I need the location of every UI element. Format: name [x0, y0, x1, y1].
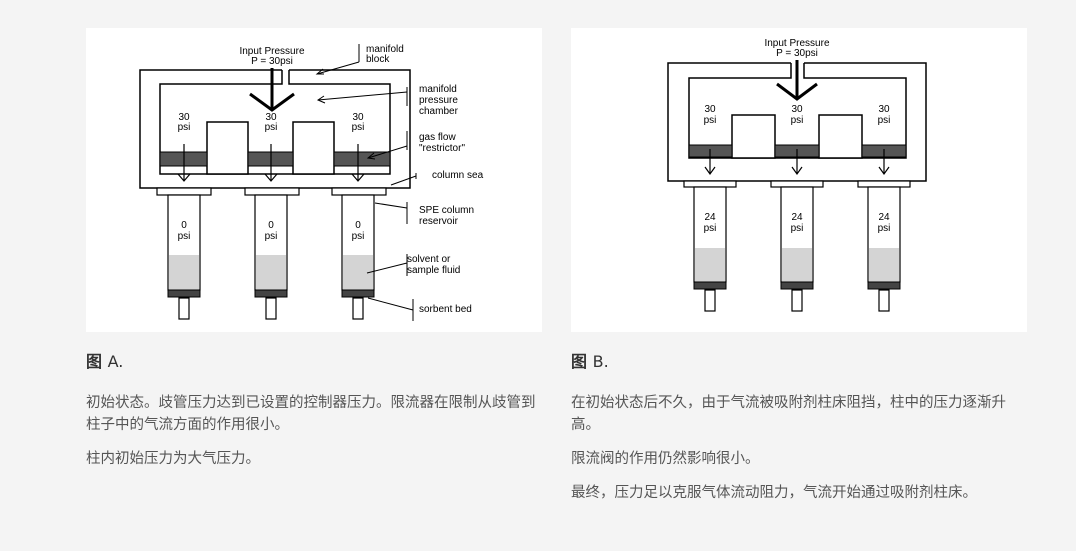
- description-a-1: 初始状态。歧管压力达到已设置的控制器压力。限流器在限制从歧管到柱子中的气流方面的…: [86, 395, 536, 433]
- figure-a-column: Input Pressure P = 30psi 30 psi 30 psi 3…: [86, 28, 542, 470]
- svg-text:24: 24: [791, 212, 803, 223]
- svg-text:30: 30: [352, 112, 364, 123]
- svg-text:30: 30: [878, 104, 890, 115]
- input-pressure-value: P = 30psi: [776, 48, 818, 59]
- manifold-chamber-outline: [159, 70, 391, 175]
- figure-b-diagram: Input Pressure P = 30psi 30 psi 30 psi 3…: [571, 28, 1027, 332]
- svg-text:0: 0: [181, 220, 187, 231]
- svg-text:psi: psi: [791, 223, 804, 234]
- input-pressure-value: P = 30psi: [251, 56, 293, 67]
- svg-text:psi: psi: [878, 223, 891, 234]
- figure-a-diagram: Input Pressure P = 30psi 30 psi 30 psi 3…: [86, 28, 542, 332]
- svg-text:"restrictor": "restrictor": [419, 143, 465, 154]
- sorbent-bar: [341, 289, 375, 298]
- svg-text:psi: psi: [265, 122, 278, 133]
- svg-text:30: 30: [178, 112, 190, 123]
- figure-b-column: Input Pressure P = 30psi 30 psi 30 psi 3…: [571, 28, 1027, 504]
- label-reservoir: SPE column: [419, 205, 474, 216]
- svg-text:sample fluid: sample fluid: [407, 265, 460, 276]
- input-pressure-label: Input Pressure: [764, 38, 829, 49]
- label-chamber: manifold: [419, 84, 457, 95]
- svg-text:24: 24: [878, 212, 890, 223]
- svg-text:30: 30: [791, 104, 803, 115]
- svg-text:psi: psi: [878, 115, 891, 126]
- description-a-2: 柱内初始压力为大气压力。: [86, 451, 260, 467]
- manifold-separator: [292, 121, 335, 175]
- svg-text:psi: psi: [352, 231, 365, 242]
- svg-text:30: 30: [704, 104, 716, 115]
- solvent-fill: [169, 255, 199, 290]
- input-arrow: [249, 92, 295, 112]
- svg-text:psi: psi: [265, 231, 278, 242]
- svg-text:30: 30: [265, 112, 277, 123]
- description-b-2: 限流阀的作用仍然影响很小。: [571, 451, 760, 467]
- svg-text:psi: psi: [704, 223, 717, 234]
- svg-text:psi: psi: [352, 122, 365, 133]
- svg-text:pressure: pressure: [419, 95, 458, 106]
- label-column-seal: column sea: [432, 170, 484, 181]
- solvent-fill: [256, 255, 286, 290]
- sorbent-bar: [167, 289, 201, 298]
- svg-text:0: 0: [268, 220, 274, 231]
- svg-text:psi: psi: [178, 122, 191, 133]
- description-b-1: 在初始状态后不久，由于气流被吸附剂柱床阻挡，柱中的压力逐渐升高。: [571, 395, 1006, 433]
- svg-text:reservoir: reservoir: [419, 216, 459, 227]
- input-pressure-label: Input Pressure: [239, 46, 304, 57]
- label-manifold-block: manifold: [366, 44, 404, 55]
- svg-text:psi: psi: [178, 231, 191, 242]
- svg-text:psi: psi: [704, 115, 717, 126]
- manifold-separator: [206, 121, 249, 175]
- sorbent-bar: [254, 289, 288, 298]
- svg-text:block: block: [366, 54, 390, 65]
- svg-text:psi: psi: [791, 115, 804, 126]
- label-restrictor: gas flow: [419, 132, 456, 143]
- description-b-3: 最终，压力足以克服气体流动阻力，气流开始通过吸附剂柱床。: [571, 485, 977, 501]
- svg-text:24: 24: [704, 212, 716, 223]
- label-solvent: solvent or: [407, 254, 451, 265]
- svg-text:0: 0: [355, 220, 361, 231]
- label-sorbent: sorbent bed: [419, 304, 472, 315]
- caption-b: 图 B.: [571, 352, 609, 371]
- svg-text:chamber: chamber: [419, 106, 459, 117]
- caption-a: 图 A.: [86, 352, 124, 371]
